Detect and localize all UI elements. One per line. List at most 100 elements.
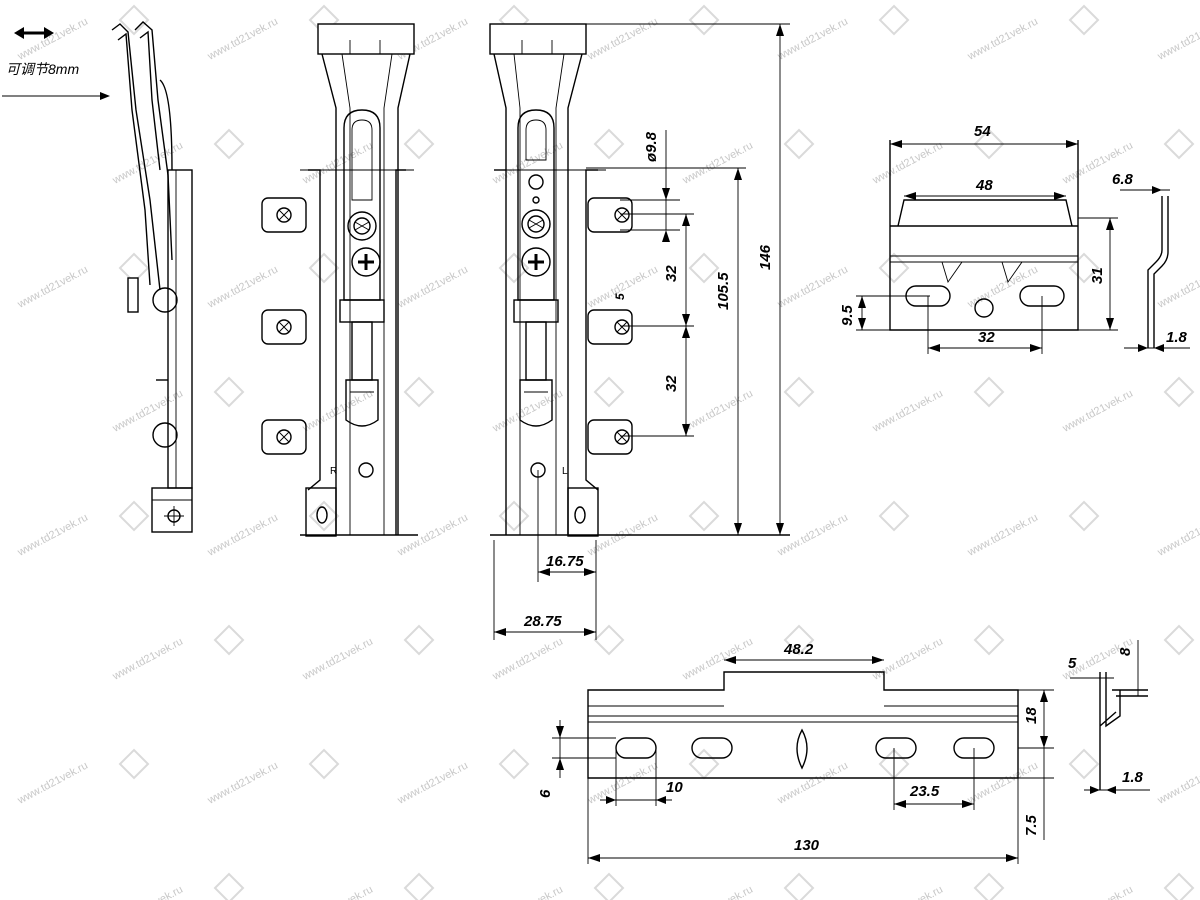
dim-8: 8 xyxy=(1117,647,1134,656)
watermark-logo-icon xyxy=(498,252,530,284)
peg xyxy=(261,419,307,455)
watermark-text: www.td21vek.ru xyxy=(870,388,945,436)
watermark-text: www.td21vek.ru xyxy=(965,760,1040,808)
mounting-plate-top: 54 48 31 9.5 32 6.8 1.8 xyxy=(839,123,1190,354)
watermark-logo-icon xyxy=(688,4,720,36)
screw-icon xyxy=(351,247,381,277)
watermark-text: www.td21vek.ru xyxy=(1155,512,1200,560)
front-view-right: R xyxy=(261,23,418,537)
right-label: R xyxy=(330,466,337,477)
watermark-logo-icon xyxy=(1163,624,1195,656)
watermark-text: www.td21vek.ru xyxy=(110,636,185,684)
watermark-logo-icon xyxy=(118,748,150,780)
watermark-logo-icon xyxy=(308,252,340,284)
watermark-text: www.td21vek.ru xyxy=(870,140,945,188)
adjust-label: 可调节8mm xyxy=(6,61,79,77)
watermark-text: www.td21vek.ru xyxy=(775,760,850,808)
watermark-text: www.td21vek.ru xyxy=(1155,264,1200,312)
watermark-text: www.td21vek.ru xyxy=(205,760,280,808)
watermark-logo-icon xyxy=(403,872,435,900)
watermark-logo-icon xyxy=(593,128,625,160)
watermark-logo-icon xyxy=(878,748,910,780)
watermark-logo-icon xyxy=(308,748,340,780)
dim-6-8: 6.8 xyxy=(1112,171,1134,188)
watermark-logo-icon xyxy=(878,4,910,36)
watermark-logo-icon xyxy=(973,376,1005,408)
watermark-logo-icon xyxy=(1068,4,1100,36)
left-label: L xyxy=(562,466,568,477)
dim-1-8-b: 1.8 xyxy=(1122,769,1144,786)
watermark-text: www.td21vek.ru xyxy=(205,16,280,64)
peg xyxy=(587,419,633,455)
watermark-logo-icon xyxy=(118,500,150,532)
watermark-text: www.td21vek.ru xyxy=(680,140,755,188)
watermark-text: www.td21vek.ru xyxy=(680,388,755,436)
watermark-logo-icon xyxy=(308,500,340,532)
watermark-logo-icon xyxy=(593,624,625,656)
watermark-text: www.td21vek.ru xyxy=(300,636,375,684)
dim-5-b: 5 xyxy=(1068,655,1077,672)
dim-32-c: 32 xyxy=(978,329,995,346)
watermark-text: www.td21vek.ru xyxy=(585,264,660,312)
dim-105: 105.5 xyxy=(715,272,732,310)
watermark-text: www.td21vek.ru xyxy=(965,16,1040,64)
dim-18: 18 xyxy=(1023,707,1040,724)
watermark-logo-icon xyxy=(878,252,910,284)
dim-16-75: 16.75 xyxy=(546,553,584,570)
dim-54: 54 xyxy=(974,123,991,140)
watermark-text: www.td21vek.ru xyxy=(205,264,280,312)
screw-icon xyxy=(347,211,377,241)
dim-7-5: 7.5 xyxy=(1023,814,1040,836)
watermark-logo-icon xyxy=(213,128,245,160)
peg xyxy=(587,309,633,345)
dim-5: 5 xyxy=(613,293,627,300)
watermark-logo-icon xyxy=(213,624,245,656)
watermark-text: www.td21vek.ru xyxy=(1060,884,1135,900)
front-view-left: L 146 105.5 ø9.8 32 32 5 xyxy=(489,23,790,640)
watermark-text: www.td21vek.ru xyxy=(680,636,755,684)
watermark-logo-icon xyxy=(498,748,530,780)
watermark-text: www.td21vek.ru xyxy=(395,760,470,808)
dim-28-75: 28.75 xyxy=(523,613,562,630)
watermark-text: www.td21vek.ru xyxy=(110,884,185,900)
watermark-text: www.td21vek.ru xyxy=(1060,388,1135,436)
watermark-logo-icon xyxy=(403,376,435,408)
watermark-text: www.td21vek.ru xyxy=(1155,760,1200,808)
watermark-text: www.td21vek.ru xyxy=(680,884,755,900)
watermark-text: www.td21vek.ru xyxy=(300,884,375,900)
dim-48: 48 xyxy=(975,177,993,194)
watermark-text: www.td21vek.ru xyxy=(775,264,850,312)
screw-icon xyxy=(521,247,551,277)
watermark-logo-icon xyxy=(688,748,720,780)
watermark-text: www.td21vek.ru xyxy=(15,512,90,560)
watermark-logo-icon xyxy=(783,376,815,408)
dim-31: 31 xyxy=(1089,267,1106,284)
screw-icon xyxy=(521,209,551,239)
watermark-logo-icon xyxy=(688,500,720,532)
watermark-text: www.td21vek.ru xyxy=(490,884,565,900)
dim-32-a: 32 xyxy=(663,265,680,282)
peg xyxy=(261,197,307,233)
watermark-logo-icon xyxy=(213,376,245,408)
watermark-logo-icon xyxy=(1068,252,1100,284)
watermark-logo-icon xyxy=(593,872,625,900)
watermark-logo-icon xyxy=(403,128,435,160)
watermark-text: www.td21vek.ru xyxy=(585,16,660,64)
watermark-logo-icon xyxy=(1163,376,1195,408)
watermark-text: www.td21vek.ru xyxy=(490,636,565,684)
watermark-text: www.td21vek.ru xyxy=(395,264,470,312)
watermark-logo-icon xyxy=(1068,500,1100,532)
watermark-text: www.td21vek.ru xyxy=(870,884,945,900)
peg xyxy=(261,309,307,345)
watermark-text: www.td21vek.ru xyxy=(205,512,280,560)
watermark-text: www.td21vek.ru xyxy=(15,760,90,808)
watermark-logo-icon xyxy=(973,624,1005,656)
watermark-text: www.td21vek.ru xyxy=(775,16,850,64)
watermark-logo-icon xyxy=(213,872,245,900)
watermark-logo-icon xyxy=(688,252,720,284)
watermark-text: www.td21vek.ru xyxy=(300,140,375,188)
watermark-logo-icon xyxy=(783,872,815,900)
dim-1-8-a: 1.8 xyxy=(1166,329,1188,346)
watermark-logo-icon xyxy=(118,4,150,36)
